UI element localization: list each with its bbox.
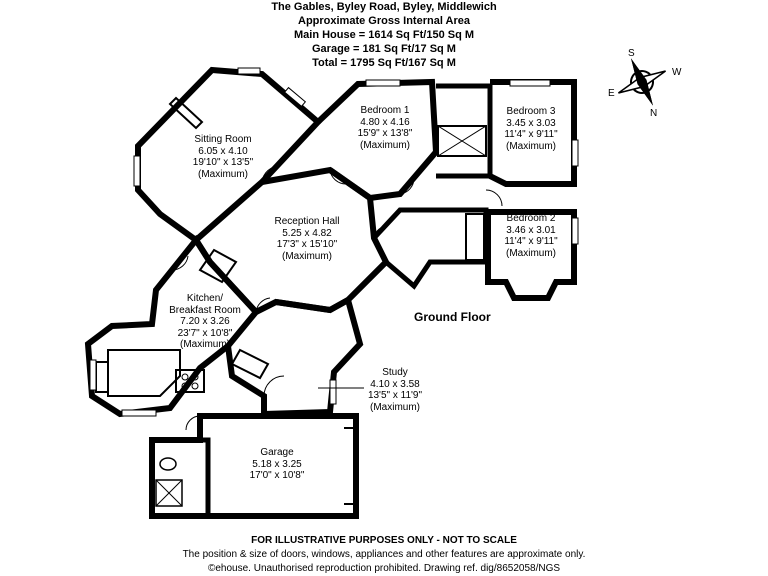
sitting-room-imperial: 19'10" x 13'5" [192, 157, 254, 168]
ground-floor-label: Ground Floor [414, 310, 491, 324]
compass-w-label: W [672, 67, 682, 78]
bedroom1-note: (Maximum) [360, 139, 410, 151]
bathroom-walls [370, 207, 489, 290]
kitchen-sink [95, 361, 109, 393]
garage-door [344, 427, 359, 505]
bedroom1-label: Bedroom 1 4.80 x 4.16 15'9" x 13'8" (Max… [330, 105, 440, 151]
kitchen-name-line1: Kitchen/ [186, 293, 224, 304]
area-title: Approximate Gross Internal Area [298, 15, 470, 27]
sitting-room-fireplace [168, 96, 204, 130]
sitting-room-name: Sitting Room [194, 134, 252, 145]
garage-name: Garage [260, 447, 294, 458]
study-metric: 4.10 x 3.58 [370, 378, 420, 390]
bedroom3-metric: 3.45 x 3.03 [506, 117, 556, 129]
hall-cupboard [198, 248, 238, 284]
sitting-room-label: Sitting Room 6.05 x 4.10 19'10" x 13'5" … [168, 134, 278, 180]
study-cupboard [230, 348, 270, 380]
kitchen-island [107, 349, 181, 397]
garage-imperial: 17'0" x 10'8" [249, 470, 305, 481]
toilet [159, 457, 177, 471]
sitting-room-metric: 6.05 x 4.10 [198, 145, 248, 157]
bedroom1-metric: 4.80 x 4.16 [360, 116, 410, 128]
bedroom3-note: (Maximum) [506, 140, 556, 152]
reception-hall-label: Reception Hall 5.25 x 4.82 17'3" x 15'10… [252, 216, 362, 262]
bedroom3-label: Bedroom 3 3.45 x 3.03 11'4" x 9'11" (Max… [476, 106, 586, 152]
study-name: Study [382, 367, 408, 378]
garage-label: Garage 5.18 x 3.25 17'0" x 10'8" [222, 447, 332, 482]
kitchen-name-line2: Breakfast Room [169, 304, 241, 316]
bedroom2-metric: 3.46 x 3.01 [506, 224, 556, 236]
reception-hall-note: (Maximum) [282, 250, 332, 262]
compass-rose-icon [617, 58, 667, 106]
bedroom1-imperial: 15'9" x 13'8" [357, 128, 413, 139]
kitchen-metric: 7.20 x 3.26 [180, 316, 230, 327]
bedroom3-name: Bedroom 3 [506, 106, 556, 117]
kitchen-label: Kitchen/ Breakfast Room 7.20 x 3.26 23'7… [145, 293, 265, 351]
address-title: The Gables, Byley Road, Byley, Middlewic… [271, 1, 497, 13]
sitting-room-note: (Maximum) [198, 168, 248, 180]
study-label: Study 4.10 x 3.58 13'5" x 11'9" (Maximum… [340, 367, 450, 413]
bedroom3-imperial: 11'4" x 9'11" [504, 129, 558, 140]
study-note: (Maximum) [370, 401, 420, 413]
reception-hall-name: Reception Hall [274, 216, 340, 227]
compass-n-label: N [650, 108, 658, 119]
bedroom2-label: Bedroom 2 3.46 x 3.01 11'4" x 9'11" (Max… [476, 213, 586, 259]
shower-tray [155, 479, 183, 507]
total-area: Total = 1795 Sq Ft/167 Sq M [312, 57, 456, 69]
study-imperial: 13'5" x 11'9" [367, 390, 423, 401]
footer-note: The position & size of doors, windows, a… [182, 549, 586, 560]
reception-hall-metric: 5.25 x 4.82 [282, 227, 332, 239]
compass-e-label: E [608, 88, 615, 99]
ensuite-walls [436, 83, 493, 179]
bedroom2-name: Bedroom 2 [506, 213, 556, 224]
compass-s-label: S [628, 48, 635, 59]
garage-metric: 5.18 x 3.25 [252, 458, 302, 470]
kitchen-walls [84, 234, 260, 418]
study-walls [225, 295, 364, 418]
bedroom2-imperial: 11'4" x 9'11" [504, 236, 558, 247]
disclaimer: FOR ILLUSTRATIVE PURPOSES ONLY - NOT TO … [251, 535, 517, 546]
bath-tub [465, 213, 485, 261]
main-house-area: Main House = 1614 Sq Ft/150 Sq M [293, 29, 475, 41]
kitchen-hob [175, 369, 205, 393]
garage-area: Garage = 181 Sq Ft/17 Sq M [312, 43, 456, 55]
bedroom2-note: (Maximum) [506, 247, 556, 259]
reception-hall-imperial: 17'3" x 15'10" [276, 239, 338, 250]
footer-copyright: ©ehouse. Unauthorised reproduction prohi… [207, 563, 561, 574]
kitchen-note: (Maximum) [180, 339, 230, 350]
kitchen-imperial: 23'7" x 10'8" [177, 327, 233, 339]
garage-wc-walls [152, 437, 211, 516]
bedroom1-name: Bedroom 1 [360, 105, 410, 116]
